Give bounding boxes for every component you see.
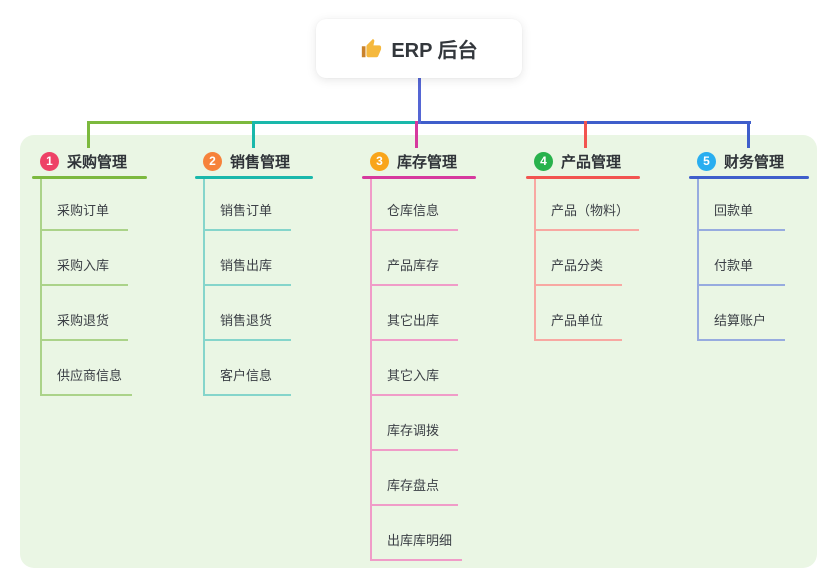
sales-return-node[interactable]: 销售退货	[203, 312, 291, 341]
node-label: 仓库信息	[387, 203, 440, 218]
branch-child-connector	[697, 179, 699, 341]
branch-child-connector	[370, 179, 372, 561]
node-label: 回款单	[714, 203, 754, 218]
purchase-inbound-node[interactable]: 采购入库	[40, 257, 128, 286]
node-label: 供应商信息	[57, 368, 123, 383]
sales-outbound-node[interactable]: 销售出库	[203, 257, 291, 286]
branch-finance-management: 5 财务管理 回款单 付款单 结算账户	[689, 150, 809, 341]
product-stock-node[interactable]: 产品库存	[370, 257, 458, 286]
branch-child-connector	[40, 179, 42, 396]
drop-connector-sales	[252, 121, 255, 148]
root-label: ERP 后台	[391, 40, 478, 62]
collection-receipt-node[interactable]: 回款单	[697, 202, 785, 231]
product-management-node[interactable]: 4 产品管理	[526, 150, 640, 173]
bus-segment-sales	[252, 121, 422, 124]
purchase-return-node[interactable]: 采购退货	[40, 312, 128, 341]
other-inbound-node[interactable]: 其它入库	[370, 367, 458, 396]
purchase-management-node[interactable]: 1 采购管理	[32, 150, 147, 173]
inventory-management-node[interactable]: 3 库存管理	[362, 150, 476, 173]
supplier-info-node[interactable]: 供应商信息	[40, 367, 133, 396]
branch-badge-2: 2	[203, 152, 222, 171]
root-connector	[418, 78, 421, 124]
branch-product-management: 4 产品管理 产品（物料） 产品分类 产品单位	[526, 150, 640, 341]
drop-connector-purchase	[87, 121, 90, 148]
node-label: 结算账户	[714, 313, 767, 328]
node-label: 其它出库	[387, 313, 440, 328]
warehouse-info-node[interactable]: 仓库信息	[370, 202, 458, 231]
branch-badge-5: 5	[697, 152, 716, 171]
branch-sales-management: 2 销售管理 销售订单 销售出库 销售退货 客户信息	[195, 150, 313, 396]
node-label: 销售退货	[220, 313, 273, 328]
branch-underline	[32, 176, 147, 179]
branch-underline	[689, 176, 809, 179]
node-label: 库存盘点	[387, 478, 440, 493]
branch-badge-4: 4	[534, 152, 553, 171]
node-label: 客户信息	[220, 368, 273, 383]
product-category-node[interactable]: 产品分类	[534, 257, 622, 286]
node-label: 采购入库	[57, 258, 110, 273]
payment-receipt-node[interactable]: 付款单	[697, 257, 785, 286]
branch-purchase-management: 1 采购管理 采购订单 采购入库 采购退货 供应商信息	[32, 150, 147, 396]
settlement-account-node[interactable]: 结算账户	[697, 312, 785, 341]
branch-label: 采购管理	[67, 154, 128, 171]
node-label: 其它入库	[387, 368, 440, 383]
branch-underline	[362, 176, 476, 179]
bus-segment-purchase	[87, 121, 253, 124]
branch-label: 销售管理	[230, 154, 291, 171]
node-label: 采购退货	[57, 313, 110, 328]
product-unit-node[interactable]: 产品单位	[534, 312, 622, 341]
branch-child-connector	[203, 179, 205, 396]
outbound-detail-node[interactable]: 出库库明细	[370, 532, 463, 561]
branch-badge-1: 1	[40, 152, 59, 171]
thumbs-up-icon	[360, 38, 382, 60]
stock-count-node[interactable]: 库存盘点	[370, 477, 458, 506]
branch-underline	[526, 176, 640, 179]
finance-management-node[interactable]: 5 财务管理	[689, 150, 809, 173]
sales-order-node[interactable]: 销售订单	[203, 202, 291, 231]
product-material-node[interactable]: 产品（物料）	[534, 202, 640, 231]
branch-badge-3: 3	[370, 152, 389, 171]
branch-label: 财务管理	[724, 154, 785, 171]
node-label: 产品分类	[551, 258, 604, 273]
node-label: 出库库明细	[387, 533, 453, 548]
branches-panel	[20, 135, 817, 568]
node-label: 采购订单	[57, 203, 110, 218]
node-label: 产品库存	[387, 258, 440, 273]
node-label: 产品（物料）	[551, 203, 630, 218]
stock-transfer-node[interactable]: 库存调拨	[370, 422, 458, 451]
node-label: 产品单位	[551, 313, 604, 328]
node-label: 销售订单	[220, 203, 273, 218]
purchase-order-node[interactable]: 采购订单	[40, 202, 128, 231]
root-node[interactable]: ERP 后台	[316, 19, 522, 78]
node-label: 付款单	[714, 258, 754, 273]
drop-connector-inventory	[415, 121, 418, 148]
branch-inventory-management: 3 库存管理 仓库信息 产品库存 其它出库 其它入库 库存调拨 库存盘点 出库库…	[362, 150, 476, 561]
branch-label: 产品管理	[561, 154, 622, 171]
sales-management-node[interactable]: 2 销售管理	[195, 150, 313, 173]
drop-connector-finance	[747, 121, 750, 148]
other-outbound-node[interactable]: 其它出库	[370, 312, 458, 341]
node-label: 销售出库	[220, 258, 273, 273]
drop-connector-product	[584, 121, 587, 148]
customer-info-node[interactable]: 客户信息	[203, 367, 291, 396]
branch-label: 库存管理	[397, 154, 458, 171]
branch-underline	[195, 176, 313, 179]
node-label: 库存调拨	[387, 423, 440, 438]
branch-child-connector	[534, 179, 536, 341]
